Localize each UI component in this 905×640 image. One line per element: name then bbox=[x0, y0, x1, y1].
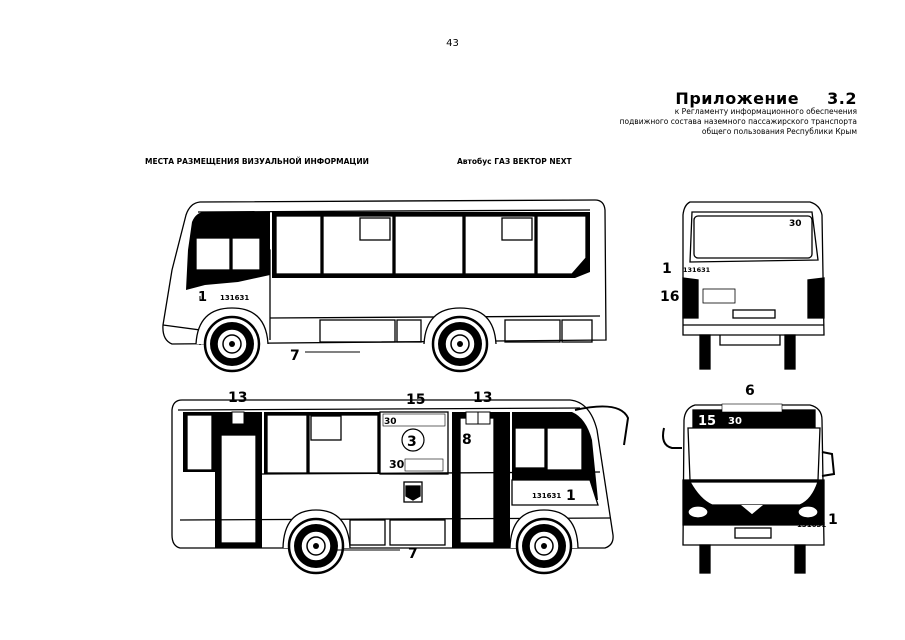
subtitle-line-2: подвижного состава наземного пассажирско… bbox=[619, 117, 857, 126]
side-label-7: 7 bbox=[408, 546, 418, 562]
bus-rear-view bbox=[682, 201, 825, 370]
label-13-left: 13 bbox=[228, 390, 247, 406]
front-label-1: 1 bbox=[828, 512, 838, 528]
label-6: 6 bbox=[745, 383, 755, 399]
rear-fleet-number: 131631 bbox=[683, 266, 711, 274]
side-label-1: 1 bbox=[566, 488, 576, 504]
section-heading: МЕСТА РАЗМЕЩЕНИЯ ВИЗУАЛЬНОЙ ИНФОРМАЦИИ bbox=[145, 157, 369, 166]
bus-left-side-view bbox=[162, 199, 607, 345]
front-route-number: 30 bbox=[728, 416, 742, 427]
appendix-title: Приложение 3.2 bbox=[675, 89, 857, 108]
side-fleet-number: 131631 bbox=[532, 492, 561, 500]
label-15: 15 bbox=[406, 392, 425, 408]
label-8: 8 bbox=[462, 432, 472, 448]
rear-label-16: 16 bbox=[660, 289, 679, 305]
label-1: 1 bbox=[198, 290, 207, 305]
side-route-number: 30 bbox=[384, 417, 397, 427]
front-fleet-number: 131631 bbox=[797, 521, 826, 529]
label-13-right: 13 bbox=[473, 390, 492, 406]
subtitle-line-3: общего пользования Республики Крым bbox=[701, 127, 857, 136]
side-label-30: 30 bbox=[389, 458, 405, 471]
bus-model-heading: Автобус ГАЗ ВЕКТОР NEXT bbox=[457, 157, 572, 166]
rear-route-number: 30 bbox=[789, 219, 802, 229]
subtitle-line-1: к Регламенту информационного обеспечения bbox=[674, 107, 857, 116]
bus-front-view bbox=[662, 404, 836, 574]
rear-label-1: 1 bbox=[662, 261, 672, 277]
fleet-number: 131631 bbox=[220, 294, 249, 302]
front-label-15: 15 bbox=[698, 414, 716, 429]
appendix-word: Приложение bbox=[675, 89, 800, 108]
page-number: 43 bbox=[446, 38, 459, 49]
appendix-number: 3.2 bbox=[827, 89, 857, 108]
label-7: 7 bbox=[290, 348, 300, 364]
label-3: 3 bbox=[407, 434, 417, 450]
